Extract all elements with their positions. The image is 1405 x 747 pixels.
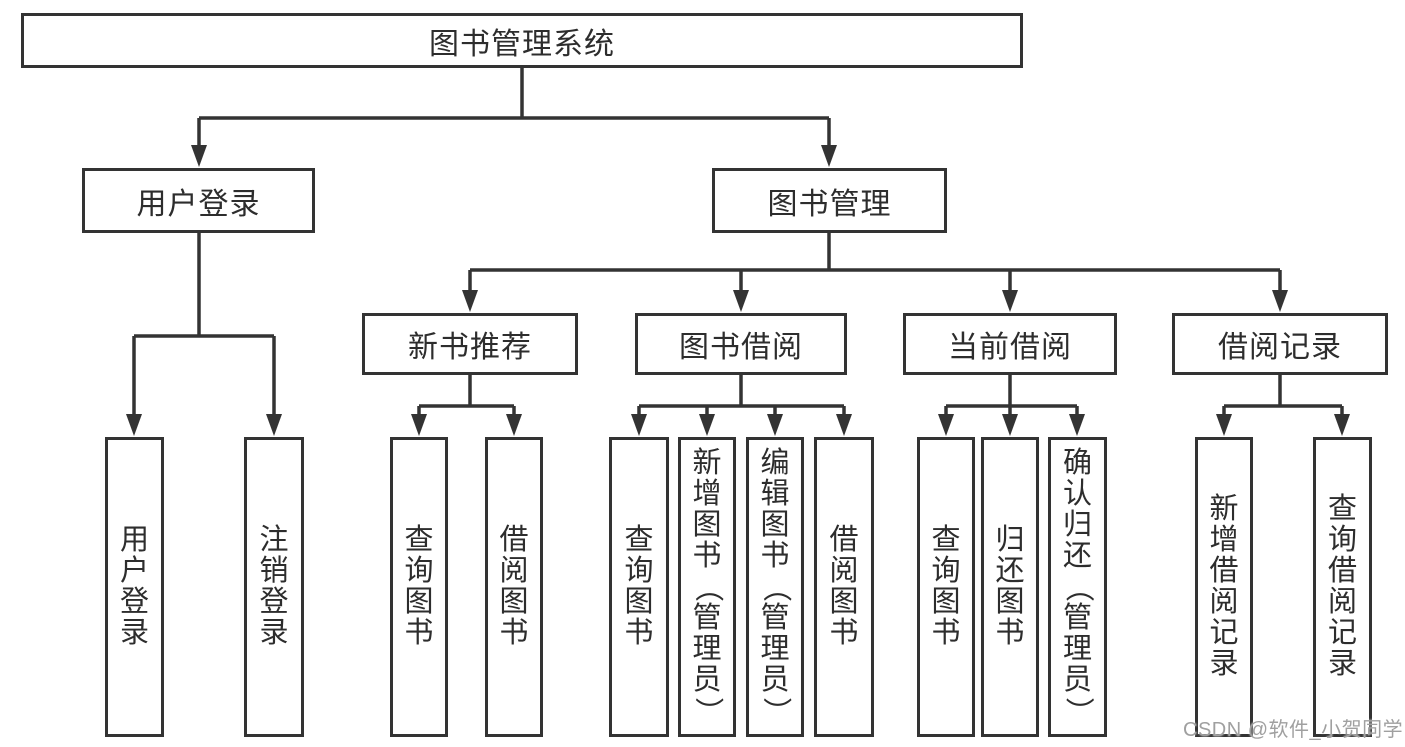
node-borrowing-records: 借阅记录 <box>1172 313 1388 375</box>
leaf-logout: 注销登录 <box>244 437 304 737</box>
node-book-management: 图书管理 <box>712 168 947 233</box>
leaf-borrow-add-book-admin: 新增图书（管理员） <box>678 437 736 737</box>
leaf-user-login: 用户登录 <box>105 437 164 737</box>
leaf-current-query-book: 查询图书 <box>917 437 975 737</box>
leaf-borrow-query-book: 查询图书 <box>609 437 669 737</box>
leaf-records-add-record: 新增借阅记录 <box>1195 437 1253 737</box>
leaf-recommend-borrow-book: 借阅图书 <box>485 437 543 737</box>
node-root: 图书管理系统 <box>21 13 1023 68</box>
node-book-borrowing: 图书借阅 <box>635 313 847 375</box>
leaf-current-confirm-return-admin: 确认归还（管理员） <box>1048 437 1107 737</box>
leaf-borrow-edit-book-admin: 编辑图书（管理员） <box>746 437 804 737</box>
leaf-borrow-borrow-book: 借阅图书 <box>814 437 874 737</box>
node-new-book-recommendation: 新书推荐 <box>362 313 578 375</box>
watermark: CSDN @软件_小贺同学 <box>1183 719 1404 741</box>
leaf-records-query-record: 查询借阅记录 <box>1313 437 1372 737</box>
leaf-current-return-book: 归还图书 <box>981 437 1039 737</box>
node-user-login: 用户登录 <box>82 168 315 233</box>
leaf-recommend-query-book: 查询图书 <box>390 437 448 737</box>
node-current-borrowing: 当前借阅 <box>903 313 1117 375</box>
